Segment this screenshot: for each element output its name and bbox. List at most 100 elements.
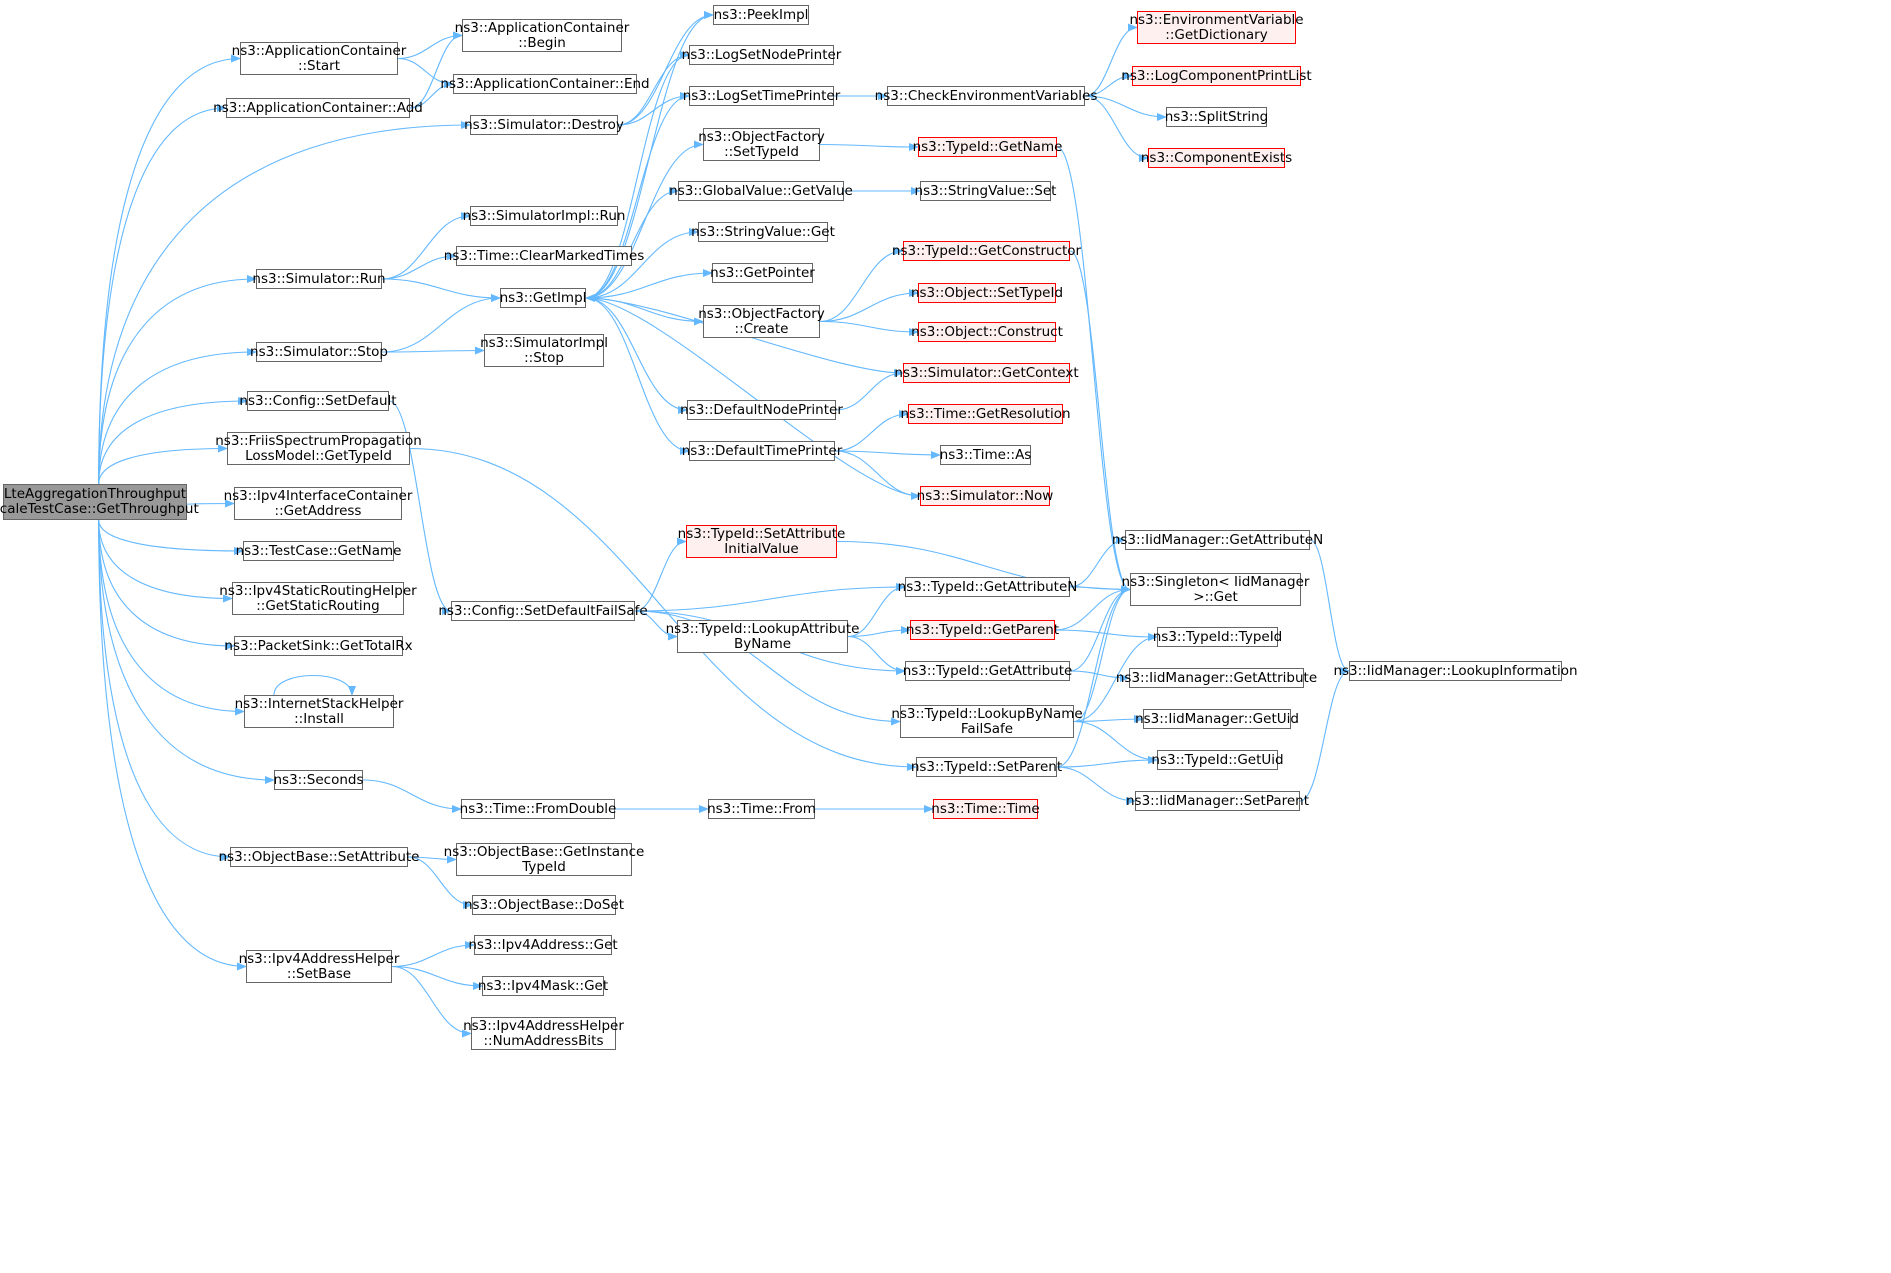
node-simImplRun[interactable]: ns3::SimulatorImpl::Run: [463, 206, 625, 226]
node-ofCreate[interactable]: ns3::ObjectFactory ::Create: [698, 305, 825, 338]
node-simDestroy[interactable]: ns3::Simulator::Destroy: [464, 115, 624, 135]
node-seconds[interactable]: ns3::Seconds: [274, 770, 364, 790]
node-cfgSetDefault[interactable]: ns3::Config::SetDefault: [239, 391, 397, 411]
node-ipv4AddrGet[interactable]: ns3::Ipv4Address::Get: [468, 935, 618, 955]
edge-root-to-appStart: [98, 54, 241, 485]
node-simStop[interactable]: ns3::Simulator::Stop: [250, 342, 388, 362]
edge-tidLookupFS-to-singletonGet: [1073, 585, 1131, 723]
node-defNodePr[interactable]: ns3::DefaultNodePrinter: [680, 400, 843, 420]
node-ipv4Static[interactable]: ns3::Ipv4StaticRoutingHelper ::GetStatic…: [219, 582, 417, 615]
edge-ipv4SetBase-to-ipv4AddrGet: [391, 941, 475, 968]
node-timeAs[interactable]: ns3::Time::As: [940, 445, 1031, 465]
node-timeTime[interactable]: ns3::Time::Time: [931, 799, 1040, 819]
node-iidGetAttr[interactable]: ns3::IidManager::GetAttribute: [1116, 668, 1317, 688]
node-iidLookupInfo[interactable]: ns3::IidManager::LookupInformation: [1333, 661, 1578, 681]
edge-defNodePr-to-simGetCtx: [835, 369, 904, 411]
node-logTimePr[interactable]: ns3::LogSetTimePrinter: [683, 86, 840, 106]
node-simImplStop[interactable]: ns3::SimulatorImpl ::Stop: [480, 334, 608, 367]
node-ipv4MaskGet[interactable]: ns3::Ipv4Mask::Get: [478, 976, 608, 996]
edge-simDestroy-to-peekImpl: [617, 11, 714, 126]
node-timeClear[interactable]: ns3::Time::ClearMarkedTimes: [444, 246, 644, 266]
node-friis[interactable]: ns3::FriisSpectrumPropagation LossModel:…: [215, 432, 422, 465]
edge-ofCreate-to-tidGetCtor: [819, 247, 904, 323]
node-ipv4IfAddr[interactable]: ns3::Ipv4InterfaceContainer ::GetAddress: [223, 487, 413, 520]
node-getPointer[interactable]: ns3::GetPointer: [710, 263, 815, 283]
node-objSetTid[interactable]: ns3::Object::SetTypeId: [911, 283, 1063, 303]
node-appAdd[interactable]: ns3::ApplicationContainer::Add: [213, 98, 423, 118]
node-tidGetUid[interactable]: ns3::TypeId::GetUid: [1151, 750, 1284, 770]
node-compExists[interactable]: ns3::ComponentExists: [1141, 148, 1292, 168]
node-tidGetAttrN[interactable]: ns3::TypeId::GetAttributeN: [898, 577, 1077, 597]
node-tidGetCtor[interactable]: ns3::TypeId::GetConstructor: [892, 241, 1081, 261]
edge-simDestroy-to-logTimePr: [617, 92, 690, 126]
node-tidSetParent[interactable]: ns3::TypeId::SetParent: [911, 757, 1062, 777]
edge-defTimePr-to-simNow: [834, 450, 921, 500]
node-inetInstall[interactable]: ns3::InternetStackHelper ::Install: [234, 695, 404, 728]
edge-cfgSetDefFS-to-tidGetAttrN: [634, 583, 906, 612]
node-tidTypeId[interactable]: ns3::TypeId::TypeId: [1153, 627, 1282, 647]
node-objGetInstTid[interactable]: ns3::ObjectBase::GetInstance TypeId: [443, 843, 645, 876]
edge-tidSetParent-to-iidSetParent: [1056, 766, 1136, 805]
node-simRun[interactable]: ns3::Simulator::Run: [252, 269, 386, 289]
edge-appStart-to-appBegin: [397, 31, 463, 60]
node-logCompList[interactable]: ns3::LogComponentPrintList: [1121, 66, 1312, 86]
node-ofSetTypeId[interactable]: ns3::ObjectFactory ::SetTypeId: [698, 128, 825, 161]
node-tidLookupAttr[interactable]: ns3::TypeId::LookupAttribute ByName: [665, 620, 860, 653]
edge-getImpl-to-getPointer: [585, 269, 713, 299]
node-singletonGet[interactable]: ns3::Singleton< IidManager >::Get: [1121, 573, 1310, 606]
edge-defTimePr-to-timeAs: [834, 450, 941, 459]
edge-tidLookupFS-to-iidGetUid: [1073, 715, 1144, 724]
node-tidGetName[interactable]: ns3::TypeId::GetName: [913, 137, 1062, 157]
node-gvGetValue[interactable]: ns3::GlobalValue::GetValue: [669, 181, 853, 201]
node-ipv4SetBase[interactable]: ns3::Ipv4AddressHelper ::SetBase: [238, 950, 400, 983]
node-objSetAttr[interactable]: ns3::ObjectBase::SetAttribute: [219, 847, 420, 867]
node-iidSetParent[interactable]: ns3::IidManager::SetParent: [1126, 791, 1309, 811]
node-tcGetName[interactable]: ns3::TestCase::GetName: [236, 541, 401, 561]
edge-root-to-tcGetName: [98, 519, 244, 555]
node-appEnd[interactable]: ns3::ApplicationContainer::End: [440, 74, 650, 94]
node-peekImpl[interactable]: ns3::PeekImpl: [713, 5, 809, 25]
edge-ofCreate-to-objConstruct: [819, 320, 919, 336]
node-getImpl[interactable]: ns3::GetImpl: [500, 288, 586, 308]
node-envGetDict[interactable]: ns3::EnvironmentVariable ::GetDictionary: [1129, 11, 1304, 44]
node-appBegin[interactable]: ns3::ApplicationContainer ::Begin: [454, 19, 630, 52]
edge-root-to-simDestroy: [98, 121, 471, 485]
edge-simStop-to-simImplStop: [381, 346, 485, 355]
node-appStart[interactable]: ns3::ApplicationContainer ::Start: [231, 42, 407, 75]
node-tidLookupFS[interactable]: ns3::TypeId::LookupByName FailSafe: [891, 705, 1083, 738]
edge-ofCreate-to-objSetTid: [819, 289, 919, 323]
node-simGetCtx[interactable]: ns3::Simulator::GetContext: [894, 363, 1079, 383]
node-root: LteAggregationThroughput ScaleTestCase::…: [0, 484, 199, 520]
node-checkEnv[interactable]: ns3::CheckEnvironmentVariables: [875, 86, 1097, 106]
node-timeFromDouble[interactable]: ns3::Time::FromDouble: [460, 799, 616, 819]
node-ipv4NumBits[interactable]: ns3::Ipv4AddressHelper ::NumAddressBits: [463, 1017, 624, 1050]
node-logNodePr[interactable]: ns3::LogSetNodePrinter: [682, 45, 841, 65]
edge-root-to-pktSink: [98, 519, 235, 650]
node-tidGetAttr[interactable]: ns3::TypeId::GetAttribute: [903, 661, 1072, 681]
node-pktSink[interactable]: ns3::PacketSink::GetTotalRx: [224, 636, 413, 656]
edge-iidSetParent-to-iidLookupInfo: [1299, 667, 1350, 802]
node-timeFrom[interactable]: ns3::Time::From: [707, 799, 816, 819]
node-objDoSet[interactable]: ns3::ObjectBase::DoSet: [464, 895, 624, 915]
node-simNow[interactable]: ns3::Simulator::Now: [917, 486, 1053, 506]
node-cfgSetDefFS[interactable]: ns3::Config::SetDefaultFailSafe: [438, 601, 648, 621]
node-iidGetUid[interactable]: ns3::IidManager::GetUid: [1135, 709, 1299, 729]
edge-iidGetAttrN-to-iidLookupInfo: [1309, 539, 1350, 675]
edge-getImpl-to-ofCreate: [585, 297, 704, 326]
node-timeGetRes[interactable]: ns3::Time::GetResolution: [901, 404, 1071, 424]
node-tidGetParent[interactable]: ns3::TypeId::GetParent: [906, 620, 1059, 640]
edge-root-to-appAdd: [98, 104, 227, 485]
edge-defTimePr-to-timeGetRes: [834, 410, 909, 452]
edge-checkEnv-to-compExists: [1084, 95, 1149, 162]
edge-seconds-to-timeFromDouble: [362, 779, 462, 813]
node-defTimePr[interactable]: ns3::DefaultTimePrinter: [682, 441, 842, 461]
edge-ipv4SetBase-to-ipv4MaskGet: [391, 965, 483, 990]
node-tidSetAttrInit[interactable]: ns3::TypeId::SetAttribute InitialValue: [677, 525, 846, 558]
node-svSet[interactable]: ns3::StringValue::Set: [915, 181, 1056, 201]
node-iidGetAttrN[interactable]: ns3::IidManager::GetAttributeN: [1112, 530, 1323, 550]
edge-tidSetParent-to-tidGetUid: [1056, 756, 1158, 768]
node-svGet[interactable]: ns3::StringValue::Get: [691, 222, 835, 242]
node-objConstruct[interactable]: ns3::Object::Construct: [911, 322, 1063, 342]
node-splitStr[interactable]: ns3::SplitString: [1165, 107, 1268, 127]
